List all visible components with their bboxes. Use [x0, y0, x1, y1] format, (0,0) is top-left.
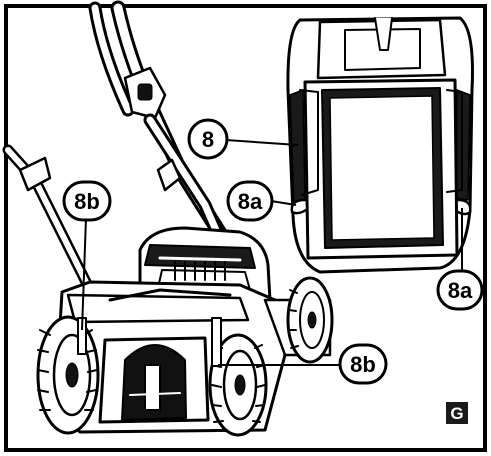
callout-label-bag-hook-right: 8a	[448, 278, 473, 303]
callout-hook-post-right: 8b	[218, 343, 388, 385]
rear-wheel-left	[36, 315, 100, 435]
bag-hook-right	[456, 198, 472, 216]
hook-post-right	[211, 317, 222, 367]
figure-letter-badge: G	[446, 402, 468, 424]
bag-hook-left	[290, 198, 308, 215]
callout-grass-bag: 8	[187, 118, 299, 160]
front-wheel-right	[286, 276, 334, 364]
callout-hook-post-left: 8b	[62, 180, 112, 331]
callout-label-hook-post-left: 8b	[74, 189, 100, 214]
callout-label-bag-hook-left: 8a	[238, 189, 263, 214]
figure-letter: G	[450, 404, 463, 423]
callout-label-grass-bag: 8	[202, 127, 214, 152]
callout-bag-hook-right: 8a	[436, 208, 484, 311]
callout-bag-hook-left: 8a	[226, 180, 297, 222]
mower-illustration	[2, 0, 334, 437]
grass-bag-illustration	[286, 16, 474, 274]
callout-label-hook-post-right: 8b	[350, 352, 376, 377]
